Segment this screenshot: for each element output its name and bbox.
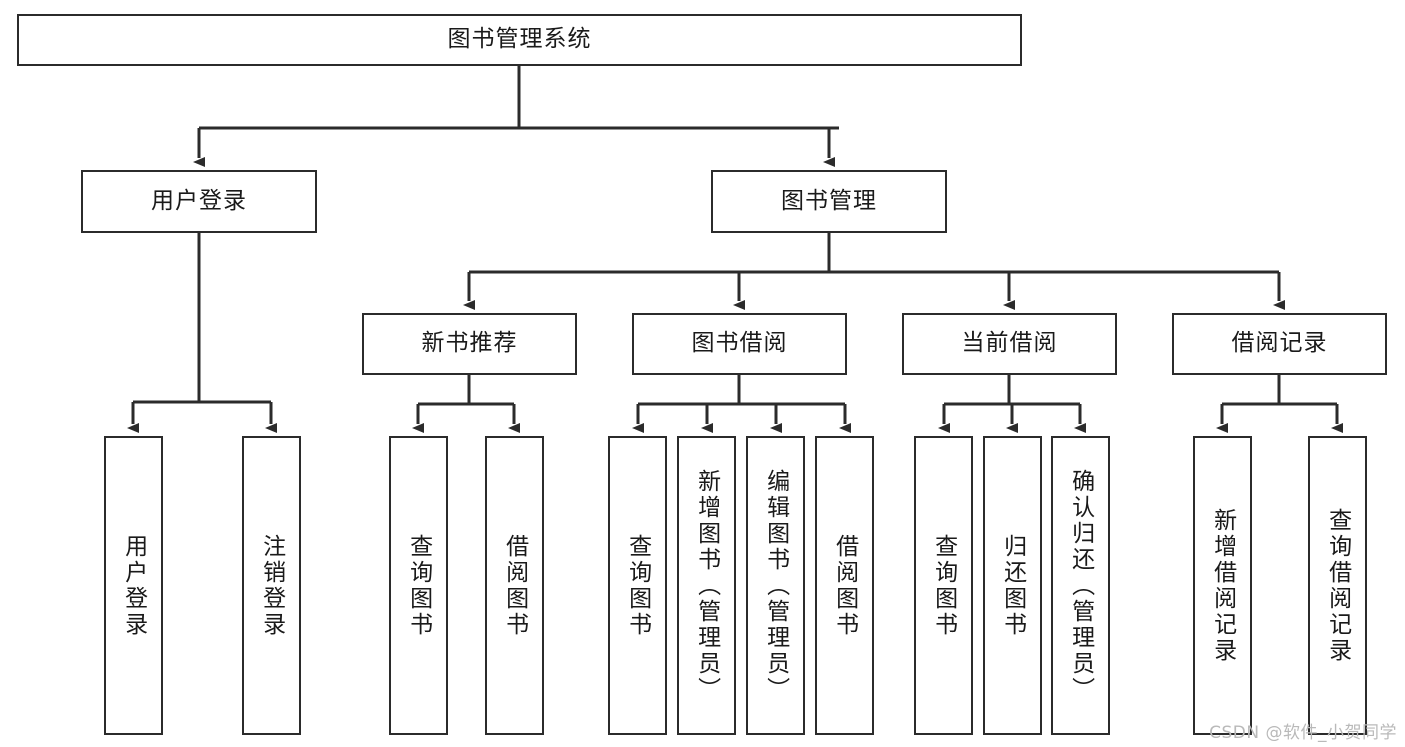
leaf-label: 用户登录 (120, 533, 147, 638)
node-book-borrow[interactable]: 图书借阅 (632, 313, 847, 375)
node-user-login[interactable]: 用户登录 (81, 170, 317, 233)
leaf-label: 查询图书 (405, 533, 432, 638)
leaf-label: 编辑图书（管理员） (762, 468, 789, 703)
leaf-borrow-borrow-book[interactable]: 借阅图书 (815, 436, 874, 735)
node-current-borrow[interactable]: 当前借阅 (902, 313, 1117, 375)
node-borrow-record[interactable]: 借阅记录 (1172, 313, 1387, 375)
leaf-current-return-book[interactable]: 归还图书 (983, 436, 1042, 735)
node-book-management-label: 图书管理 (781, 187, 877, 214)
csdn-watermark: CSDN @软件_小贺同学 (1209, 723, 1397, 743)
leaf-user-login-login[interactable]: 用户登录 (104, 436, 163, 735)
leaf-label: 新增图书（管理员） (693, 468, 720, 703)
leaf-label: 确认归还（管理员） (1067, 468, 1094, 703)
leaf-borrow-query-book[interactable]: 查询图书 (608, 436, 667, 735)
node-root[interactable]: 图书管理系统 (17, 14, 1022, 66)
leaf-label: 归还图书 (999, 533, 1026, 638)
leaf-label: 借阅图书 (831, 533, 858, 638)
leaf-label: 查询图书 (930, 533, 957, 638)
leaf-label: 注销登录 (258, 533, 285, 638)
node-current-borrow-label: 当前借阅 (961, 330, 1058, 357)
leaf-label: 新增借阅记录 (1209, 507, 1236, 664)
node-user-login-label: 用户登录 (151, 187, 247, 214)
leaf-current-confirm-return[interactable]: 确认归还（管理员） (1051, 436, 1110, 735)
leaf-label: 查询图书 (624, 533, 651, 638)
leaf-current-query-book[interactable]: 查询图书 (914, 436, 973, 735)
leaf-label: 借阅图书 (501, 533, 528, 638)
leaf-record-query[interactable]: 查询借阅记录 (1308, 436, 1367, 735)
node-new-book-recommend-label: 新书推荐 (421, 330, 518, 357)
node-book-management[interactable]: 图书管理 (711, 170, 947, 233)
leaf-record-add[interactable]: 新增借阅记录 (1193, 436, 1252, 735)
leaf-borrow-add-book[interactable]: 新增图书（管理员） (677, 436, 736, 735)
node-new-book-recommend[interactable]: 新书推荐 (362, 313, 577, 375)
leaf-borrow-edit-book[interactable]: 编辑图书（管理员） (746, 436, 805, 735)
leaf-new-book-borrow[interactable]: 借阅图书 (485, 436, 544, 735)
node-borrow-record-label: 借阅记录 (1231, 330, 1328, 357)
leaf-label: 查询借阅记录 (1324, 507, 1351, 664)
node-root-label: 图书管理系统 (447, 26, 592, 53)
node-book-borrow-label: 图书借阅 (691, 330, 788, 357)
leaf-new-book-query[interactable]: 查询图书 (389, 436, 448, 735)
leaf-user-login-logout[interactable]: 注销登录 (242, 436, 301, 735)
